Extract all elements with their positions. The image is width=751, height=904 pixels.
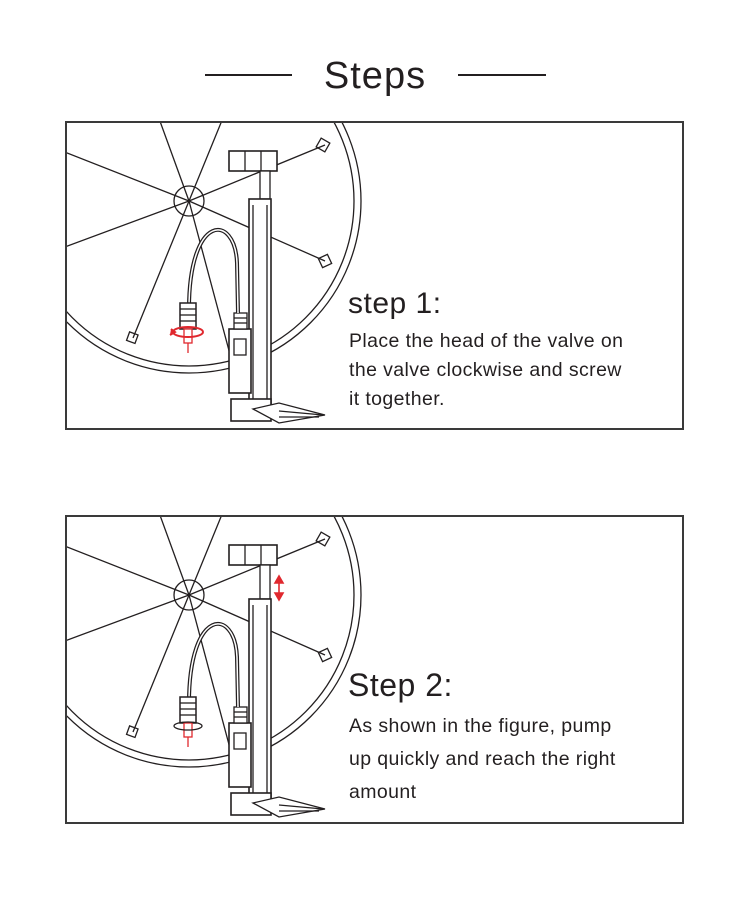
step-2-line-3: amount xyxy=(349,781,417,803)
pump-on-wheel-illustration-step-1 xyxy=(67,123,362,424)
pump-on-wheel-illustration-step-2 xyxy=(67,517,362,818)
up-down-arrow-icon xyxy=(273,574,285,602)
header-divider-left xyxy=(205,74,292,76)
step-2-line-2: up quickly and reach the right xyxy=(349,748,616,770)
step-1-description: Place the head of the valve on the valve… xyxy=(349,327,679,414)
step-1-title: step 1: xyxy=(348,287,442,320)
step-2-line-1: As shown in the figure, pump xyxy=(349,715,612,737)
step-1-line-3: it together. xyxy=(349,388,445,410)
step-2-title: Step 2: xyxy=(348,667,453,703)
header-divider-right xyxy=(458,74,546,76)
clockwise-rotation-arrow-icon xyxy=(169,326,204,338)
step-2-panel: Step 2: As shown in the figure, pump up … xyxy=(65,515,684,824)
page-title: Steps xyxy=(323,55,427,97)
steps-header: Steps xyxy=(0,48,751,104)
step-1-line-1: Place the head of the valve on xyxy=(349,330,624,352)
step-2-description: As shown in the figure, pump up quickly … xyxy=(349,710,679,809)
step-1-panel: step 1: Place the head of the valve on t… xyxy=(65,121,684,430)
step-1-line-2: the valve clockwise and screw xyxy=(349,359,622,381)
